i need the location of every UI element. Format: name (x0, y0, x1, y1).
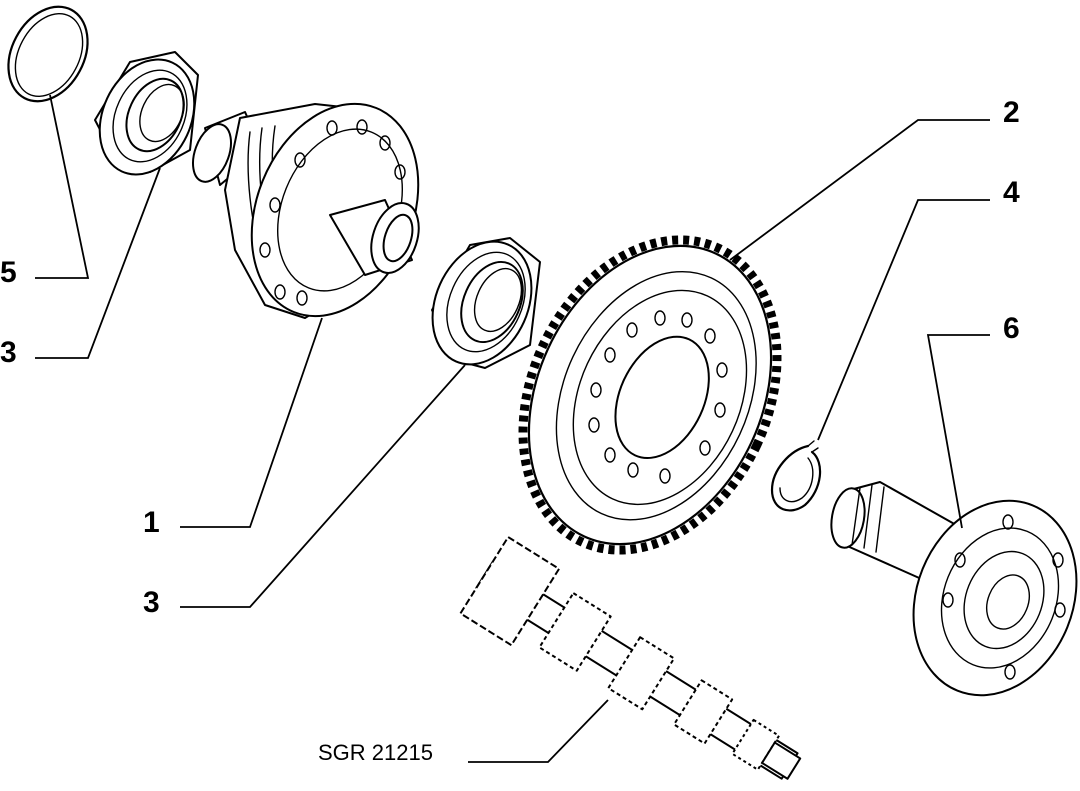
callout-2: 2 (1003, 96, 1020, 129)
flange-shaft-bolt-holes (942, 514, 1066, 680)
callout-4: 4 (1003, 176, 1020, 209)
part-5-ring (7, 5, 89, 103)
callout-3-lower: 3 (143, 586, 160, 619)
reference-code: SGR 21215 (318, 740, 433, 765)
flange-bolt-holes (259, 119, 406, 306)
callout-6: 6 (1003, 312, 1020, 345)
callout-1: 1 (143, 506, 160, 539)
part-1-differential-housing (192, 102, 420, 319)
gear-shaft (459, 536, 802, 780)
part-4-snap-ring (770, 440, 822, 512)
part-6-flange-shaft (830, 481, 1078, 697)
callout-3-upper: 3 (0, 336, 17, 369)
part-2-ring-gear (518, 235, 782, 555)
part-3-bearing-upper (94, 51, 199, 176)
callout-5: 5 (0, 256, 17, 289)
ring-gear-bolt-holes (588, 310, 728, 484)
leader-lines (35, 94, 990, 763)
part-3-bearing-middle (431, 237, 541, 369)
